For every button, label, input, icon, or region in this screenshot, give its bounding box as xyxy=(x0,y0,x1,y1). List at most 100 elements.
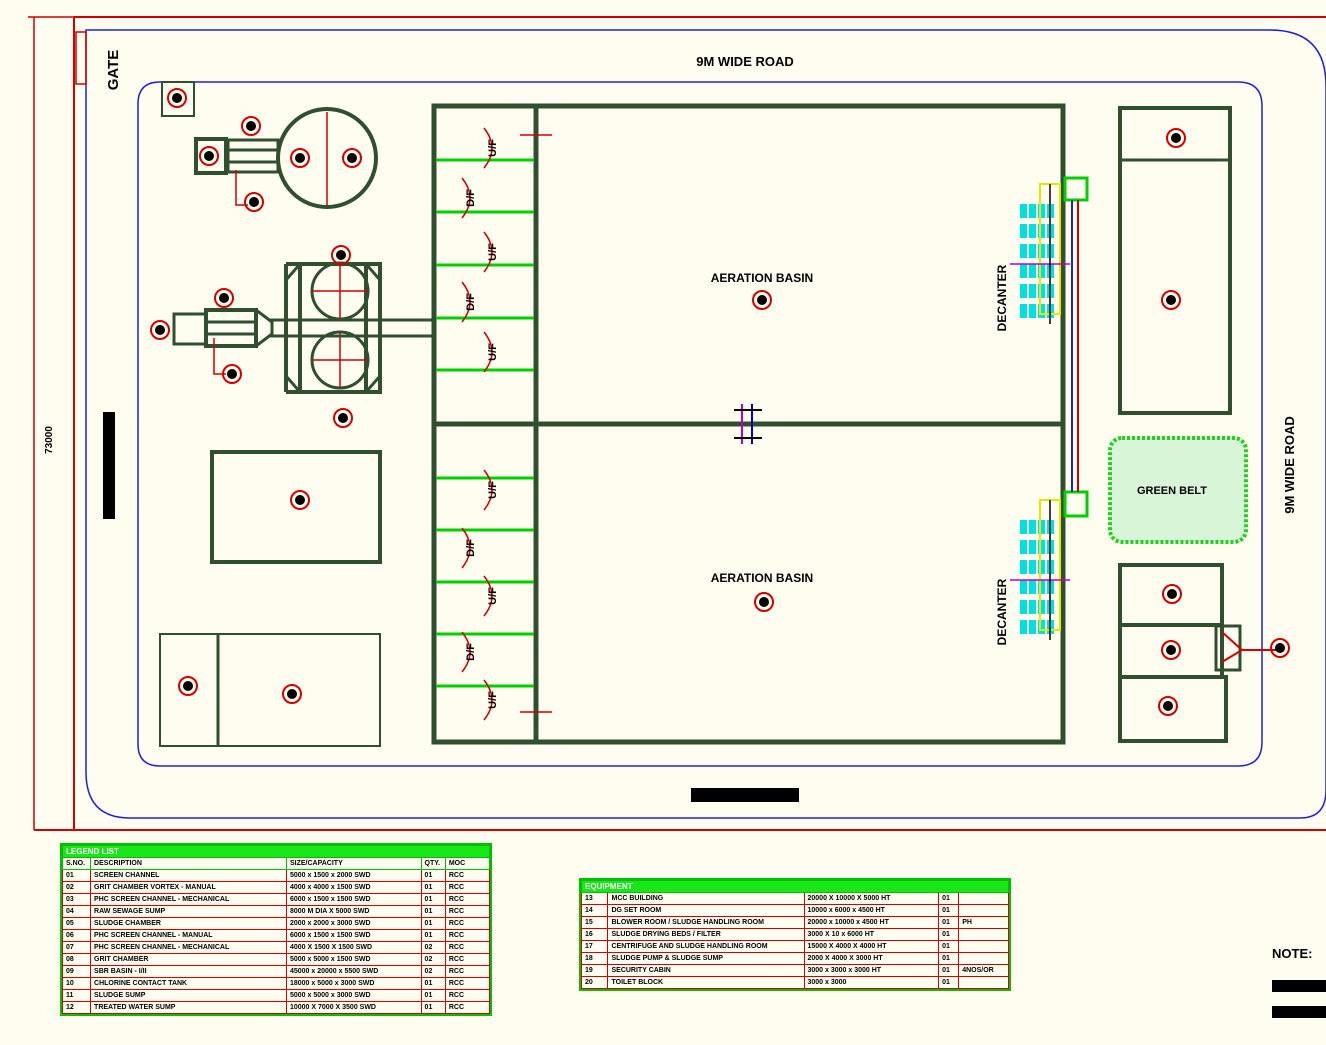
table-cell: SLUDGE CHAMBER xyxy=(90,917,287,930)
item-marker xyxy=(342,148,362,168)
table-cell: SECURITY CABIN xyxy=(607,964,805,977)
table-cell: 01 xyxy=(420,989,446,1002)
flow-arc xyxy=(461,527,471,569)
table-cell: 14 xyxy=(580,904,609,917)
table-cell: 15000 X 4000 X 4000 HT xyxy=(803,940,940,953)
diffuser-block xyxy=(1020,540,1027,554)
table-cell: 01 xyxy=(420,977,446,990)
item-marker-dot xyxy=(183,681,193,691)
diffuser-block xyxy=(1020,264,1027,278)
diffuser-block xyxy=(1038,304,1045,318)
diffuser-block xyxy=(1038,520,1045,534)
table-cell: 04 xyxy=(61,905,92,918)
legend-table: LEGEND LIST S.NO. DESCRIPTION SIZE/CAPAC… xyxy=(60,843,492,1016)
item-markers xyxy=(150,88,1290,716)
diffuser-block xyxy=(1038,600,1045,614)
item-marker xyxy=(214,288,234,308)
table-cell: RCC xyxy=(444,989,491,1002)
diffuser-block xyxy=(1020,560,1027,574)
security-cabin xyxy=(161,81,195,117)
table-cell: DG SET ROOM xyxy=(607,904,805,917)
road-right-label: 9M WIDE ROAD xyxy=(1282,416,1297,514)
diffuser-block xyxy=(1020,600,1027,614)
table-cell: 06 xyxy=(61,929,92,942)
item-marker xyxy=(178,676,198,696)
table-cell xyxy=(958,904,1009,917)
gate-label: GATE xyxy=(105,50,122,91)
table-cell: 01 xyxy=(938,892,960,905)
item-marker xyxy=(244,192,264,212)
item-marker-dot xyxy=(219,293,229,303)
diffuser-block xyxy=(1029,580,1036,594)
diffuser-block xyxy=(1029,600,1036,614)
item-marker-dot xyxy=(1171,133,1181,143)
diffuser-block xyxy=(1020,284,1027,298)
item-marker xyxy=(331,245,351,265)
table-cell: RCC xyxy=(444,953,491,966)
diffuser-block xyxy=(1038,244,1045,258)
table-cell: 5000 x 5000 x 3000 SWD xyxy=(285,989,422,1002)
table-cell: 08 xyxy=(61,953,92,966)
flow-label: U/F xyxy=(487,691,499,709)
table-cell: 16 xyxy=(580,928,609,941)
grit-screen-1 xyxy=(172,312,208,346)
table-cell: 01 xyxy=(420,917,446,930)
legend-header: SIZE/CAPACITY xyxy=(285,857,422,870)
item-marker-dot xyxy=(759,597,769,607)
table-cell xyxy=(958,928,1009,941)
table-cell: RCC xyxy=(444,977,491,990)
table-cell: RCC xyxy=(444,905,491,918)
diffuser-block xyxy=(1020,620,1027,634)
item-marker xyxy=(199,146,219,166)
flow-arc xyxy=(483,469,493,511)
flow-label: U/F xyxy=(487,139,499,157)
item-marker-dot xyxy=(155,325,165,335)
equipment-title: EQUIPMENT xyxy=(581,880,1009,893)
item-marker xyxy=(282,684,302,704)
table-cell: 03 xyxy=(61,893,92,906)
table-cell: 6000 x 1500 x 1500 SWD xyxy=(285,893,422,906)
table-cell: 09 xyxy=(61,965,92,978)
flow-arc xyxy=(483,679,493,721)
item-marker-dot xyxy=(1166,645,1176,655)
diffuser-block xyxy=(1038,204,1045,218)
table-cell: SCREEN CHANNEL xyxy=(90,869,287,882)
table-cell: CHLORINE CONTACT TANK xyxy=(90,977,287,990)
table-cell: 01 xyxy=(420,869,446,882)
grit-frame xyxy=(284,262,382,394)
screen-channel-1 xyxy=(194,137,228,175)
diffuser-block xyxy=(1038,560,1045,574)
item-marker-dot xyxy=(227,369,237,379)
diffuser-block xyxy=(1020,204,1027,218)
table-cell: 01 xyxy=(938,916,960,929)
item-marker-dot xyxy=(1163,701,1173,711)
table-cell: 15 xyxy=(580,916,609,929)
table-cell: SLUDGE PUMP & SLUDGE SUMP xyxy=(607,952,805,965)
table-cell: PHC SCREEN CHANNEL - MECHANICAL xyxy=(90,893,287,906)
table-cell: RCC xyxy=(444,929,491,942)
note-bar xyxy=(1272,1006,1326,1018)
flow-label: D/F xyxy=(465,293,477,311)
diffuser-block xyxy=(1029,244,1036,258)
grit-screen-2 xyxy=(204,308,258,348)
item-marker xyxy=(167,88,187,108)
table-cell xyxy=(958,952,1009,965)
table-cell: RCC xyxy=(444,893,491,906)
table-cell: TOILET BLOCK xyxy=(607,976,805,989)
diffuser-block xyxy=(1038,264,1045,278)
item-marker-dot xyxy=(1166,295,1176,305)
decanter-grid xyxy=(1010,183,1070,640)
table-cell: PHC SCREEN CHANNEL - MANUAL xyxy=(90,929,287,942)
left-wall-bar xyxy=(103,412,115,519)
gate-box xyxy=(75,31,87,85)
item-marker xyxy=(1161,290,1181,310)
item-marker xyxy=(290,490,310,510)
